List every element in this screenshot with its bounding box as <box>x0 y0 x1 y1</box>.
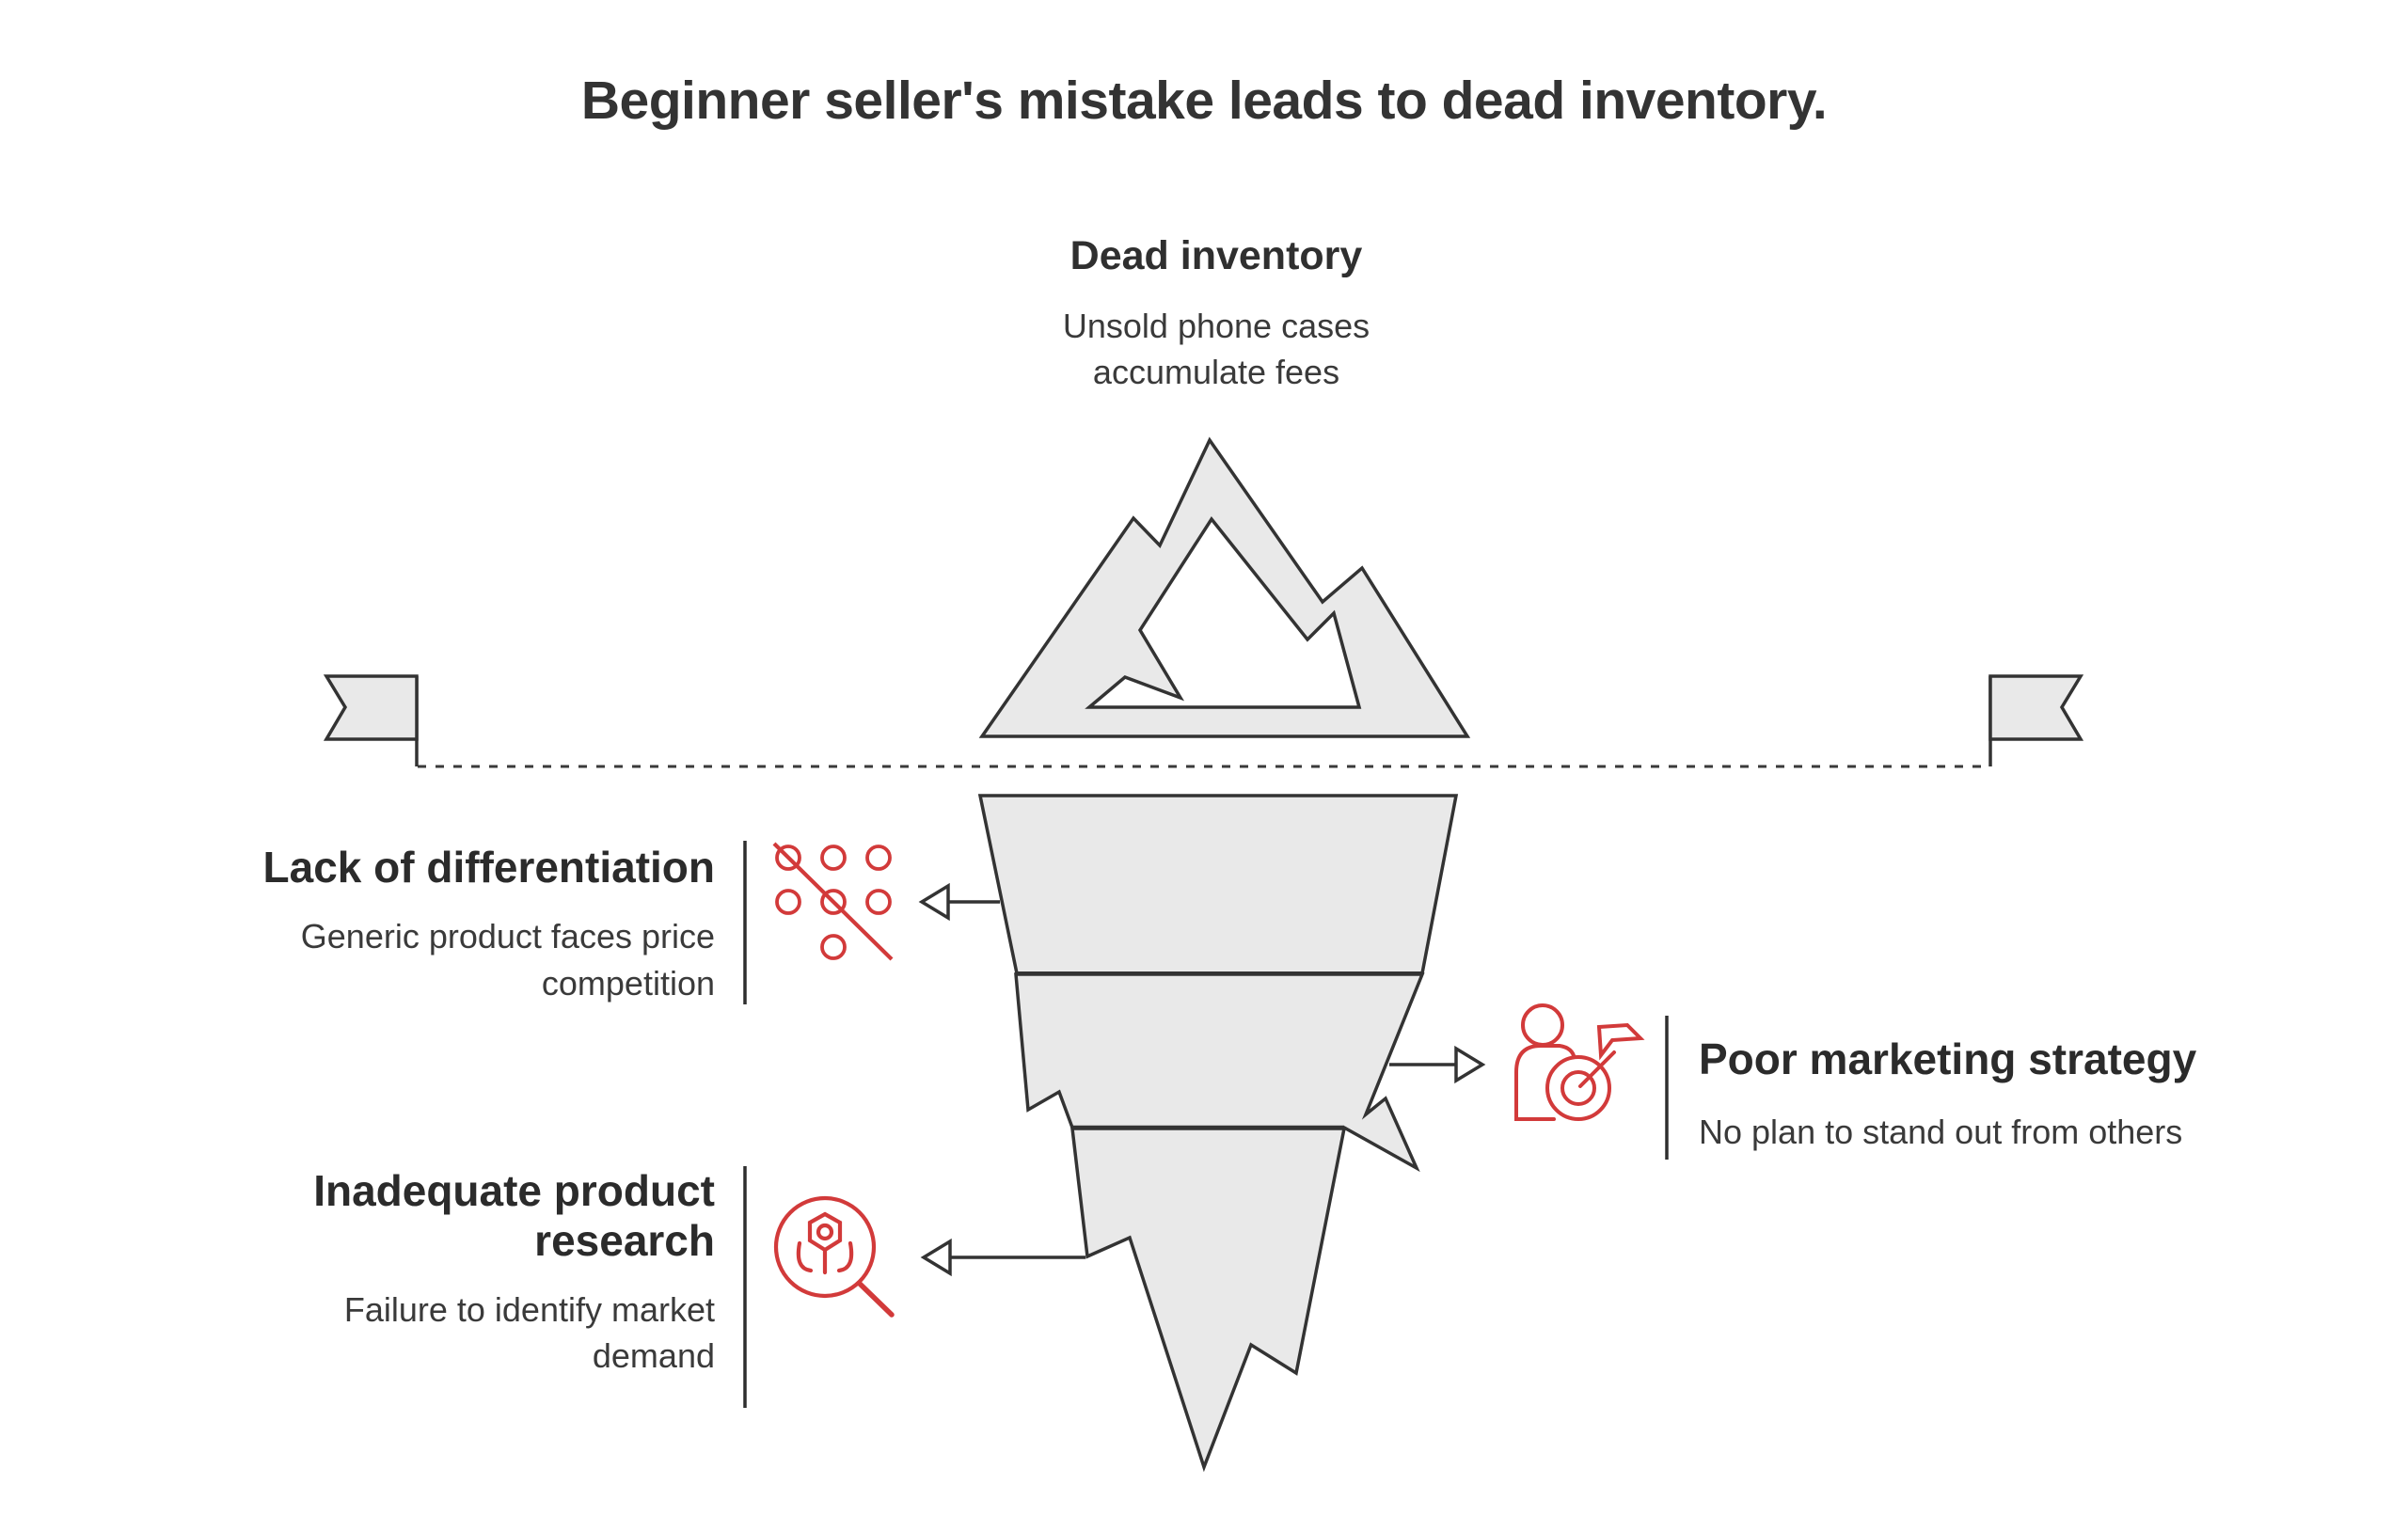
arrowhead-right-icon <box>1454 1045 1486 1084</box>
iceberg-band-3 <box>1070 1127 1347 1473</box>
item-heading: Inadequate product research <box>313 1166 715 1265</box>
page-title: Beginner seller's mistake leads to dead … <box>580 71 1828 131</box>
item-description: No plan to stand out from others <box>1699 1112 2183 1151</box>
iceberg-above-water <box>978 436 1471 738</box>
arrow-to-lack-of-differentiation <box>918 882 1000 922</box>
arrow-to-poor-marketing <box>1389 1045 1486 1084</box>
item-poor-marketing-strategy: Poor marketing strategy No plan to stand… <box>1699 1034 2408 1156</box>
item-description: Generic product faces price competition <box>300 916 715 1003</box>
iceberg-band-2 <box>1014 972 1425 1173</box>
top-item-dead-inventory: Dead inventory Unsold phone cases accumu… <box>906 233 1527 395</box>
item-inadequate-product-research: Inadequate product research Failure to i… <box>263 1166 715 1380</box>
left-flag-icon <box>323 674 419 766</box>
person-target-dart-icon <box>1514 1003 1645 1121</box>
item-description: Failure to identify market demand <box>343 1289 715 1376</box>
person-search-magnifier-icon <box>773 1195 895 1318</box>
iceberg-below-water <box>977 794 1459 1473</box>
right-flag-icon <box>1988 674 2084 766</box>
slashed-dots-icon <box>772 842 894 961</box>
iceberg-band-1 <box>977 794 1459 975</box>
arrowhead-left-icon <box>918 882 950 922</box>
item-heading: Lack of differentiation <box>262 843 715 892</box>
top-item-description: Unsold phone cases accumulate fees <box>1062 307 1370 391</box>
item-heading: Poor marketing strategy <box>1699 1034 2197 1083</box>
item-lack-of-differentiation: Lack of differentiation Generic product … <box>169 843 715 1006</box>
top-item-heading: Dead inventory <box>1069 233 1363 278</box>
arrow-to-inadequate-research <box>920 1238 1085 1277</box>
arrowhead-left-icon <box>920 1238 952 1277</box>
